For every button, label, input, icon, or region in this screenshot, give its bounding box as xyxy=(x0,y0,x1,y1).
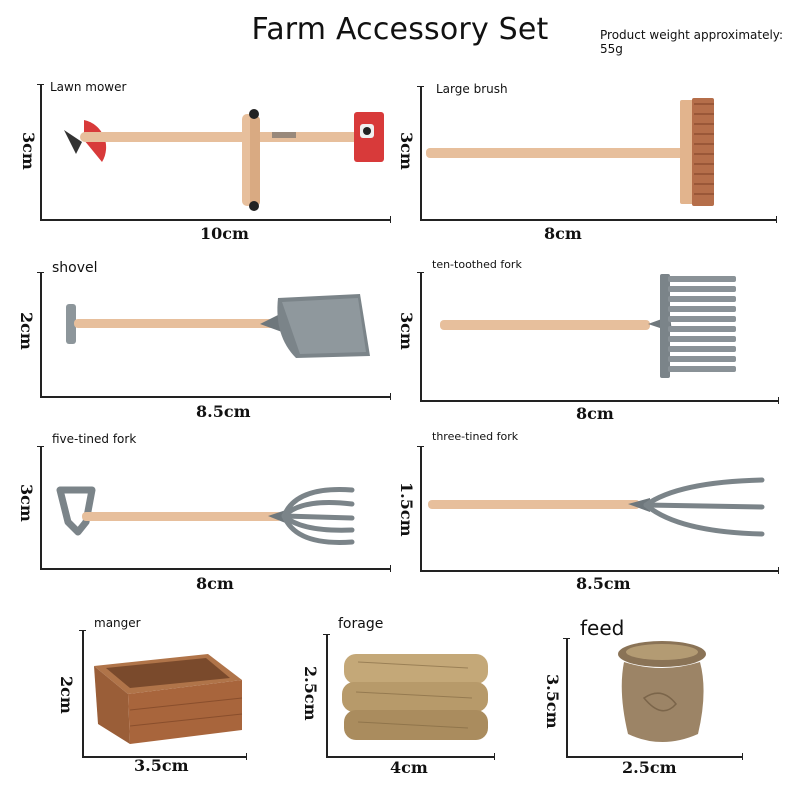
shovel-image xyxy=(66,294,370,358)
weight-note: Product weight approximately: 55g xyxy=(600,28,784,56)
panel-ten-toothed-fork: ten-toothed fork 8cm 3cm xyxy=(397,258,779,423)
dimension-width: 2.5cm xyxy=(622,758,677,777)
dimension-height: 1.5cm xyxy=(397,482,416,537)
panel-three-tined-fork: three-tined fork 8.5cm 1.5cm xyxy=(397,430,779,593)
dimension-width: 8.5cm xyxy=(196,402,251,421)
axis-y xyxy=(37,446,43,568)
forage-image xyxy=(342,654,488,740)
item-label: shovel xyxy=(52,260,98,276)
panel-five-tined-fork: five-tined fork 8cm 3cm xyxy=(17,432,392,593)
panel-shovel: shovel 8.5cm 2cm xyxy=(17,260,392,421)
axis-y xyxy=(37,272,43,396)
axis-y xyxy=(37,84,43,220)
feed-sack-image xyxy=(618,641,706,742)
axis-x xyxy=(326,753,495,759)
dimension-height: 3cm xyxy=(397,312,416,350)
item-label: Lawn mower xyxy=(50,80,127,94)
axis-x xyxy=(566,753,743,759)
dimension-height: 3.5cm xyxy=(543,674,562,729)
axis-y xyxy=(417,446,423,570)
axis-x xyxy=(40,393,391,399)
large-brush-image xyxy=(426,98,714,206)
axis-x xyxy=(40,216,391,222)
panel-feed: feed 2.5cm 3.5cm xyxy=(543,616,744,777)
item-label: forage xyxy=(338,616,384,632)
axis-y xyxy=(417,86,423,220)
dimension-width: 10cm xyxy=(200,224,249,243)
axis-x xyxy=(40,565,391,571)
panel-large-brush: Large brush 8cm 3cm xyxy=(397,82,777,243)
lawn-mower-image xyxy=(64,109,384,211)
panel-forage: forage 4cm 2.5cm xyxy=(301,616,496,777)
dimension-height: 3cm xyxy=(19,132,38,170)
axis-y xyxy=(323,634,329,756)
axis-x xyxy=(82,753,247,759)
axis-y xyxy=(563,638,569,756)
panel-manger: manger 3.5cm 2cm xyxy=(57,616,248,775)
dimension-width: 8cm xyxy=(196,574,234,593)
page-title: Farm Accessory Set xyxy=(251,12,549,47)
ten-toothed-fork-image xyxy=(440,274,736,378)
dimension-width: 3.5cm xyxy=(134,756,189,775)
dimension-height: 2cm xyxy=(17,312,36,350)
panel-lawn-mower: Lawn mower 10cm 3cm xyxy=(19,80,392,243)
item-label: Large brush xyxy=(436,82,508,96)
item-label: feed xyxy=(580,616,625,640)
item-label: ten-toothed fork xyxy=(432,258,522,271)
five-tined-fork-image xyxy=(56,486,355,545)
axis-x xyxy=(420,567,779,573)
dimension-height: 3cm xyxy=(397,132,416,170)
axis-y xyxy=(417,272,423,400)
axis-y xyxy=(79,630,85,756)
dimension-width: 8cm xyxy=(576,404,614,423)
dimension-height: 3cm xyxy=(17,484,36,522)
item-label: manger xyxy=(94,616,141,630)
item-label: three-tined fork xyxy=(432,430,519,443)
axis-x xyxy=(420,397,779,403)
axis-x xyxy=(420,216,777,222)
dimension-width: 8.5cm xyxy=(576,574,631,593)
item-label: five-tined fork xyxy=(52,432,137,446)
dimension-width: 4cm xyxy=(390,758,428,777)
dimension-height: 2cm xyxy=(57,676,76,714)
manger-image xyxy=(94,654,243,744)
dimension-height: 2.5cm xyxy=(301,666,320,721)
dimension-width: 8cm xyxy=(544,224,582,243)
three-tined-fork-image xyxy=(428,477,765,537)
